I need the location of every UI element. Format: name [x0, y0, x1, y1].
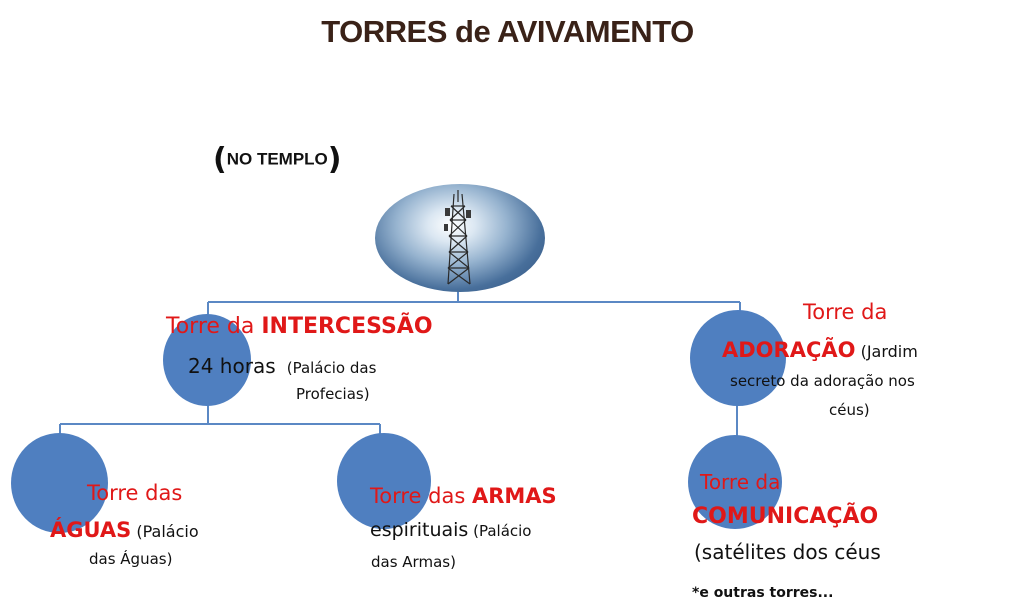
intercessao-prefix: Torre da: [166, 314, 262, 339]
intercessao-note-2: Profecias): [296, 385, 370, 403]
armas-name: ARMAS: [471, 484, 557, 508]
armas-node-circle: [337, 433, 431, 529]
aguas-node-circle: [11, 433, 108, 533]
aguas-note-1: (Palácio: [131, 522, 199, 541]
templo-open-paren: (: [213, 142, 227, 177]
armas-line-2: espirituais (Palácio: [370, 519, 531, 542]
tower-icon: [444, 190, 471, 285]
templo-text: NO TEMPLO: [226, 149, 328, 169]
comunicacao-name: COMUNICAÇÃO: [692, 504, 879, 529]
armas-heading: Torre das ARMAS: [370, 484, 557, 509]
aguas-name: ÁGUAS: [50, 518, 132, 542]
intercessao-heading: Torre da INTERCESSÃO: [166, 314, 433, 340]
templo-label: (NO TEMPLO): [213, 142, 342, 177]
tower-hub-circle: [375, 184, 545, 292]
armas-note-2: das Armas): [371, 553, 456, 571]
diagram-title: TORRES de AVIVAMENTO: [321, 14, 694, 49]
adoracao-heading: ADORAÇÃO (Jardim: [722, 338, 918, 363]
adoracao-note-1: (Jardim: [855, 342, 918, 361]
intercessao-hours: 24 horas: [188, 354, 276, 378]
adoracao-node-circle: [690, 310, 786, 406]
intercessao-note-1: (Palácio das: [286, 359, 377, 377]
aguas-heading: ÁGUAS (Palácio: [50, 518, 199, 543]
aguas-note-2: das Águas): [89, 550, 173, 568]
adoracao-name: ADORAÇÃO: [722, 338, 856, 362]
intercessao-name: INTERCESSÃO: [261, 314, 433, 339]
comunicacao-line-1: Torre da: [700, 470, 781, 494]
armas-spirituals: espirituais: [370, 519, 469, 541]
armas-prefix: Torre das: [370, 484, 472, 508]
footnote-other-towers: *e outras torres...: [692, 585, 834, 601]
armas-note-1: (Palácio: [468, 522, 532, 540]
adoracao-note-3: céus): [829, 401, 870, 419]
templo-close-paren: ): [327, 142, 342, 177]
adoracao-note-2: secreto da adoração nos: [730, 372, 915, 390]
comunicacao-line-3: (satélites dos céus: [694, 540, 881, 564]
intercessao-node-circle: [163, 314, 251, 406]
aguas-line-1: Torre das: [87, 481, 183, 505]
adoracao-line-1: Torre da: [803, 300, 888, 324]
intercessao-hours-line: 24 horas (Palácio das: [188, 354, 376, 378]
comunicacao-node-circle: [688, 435, 782, 529]
